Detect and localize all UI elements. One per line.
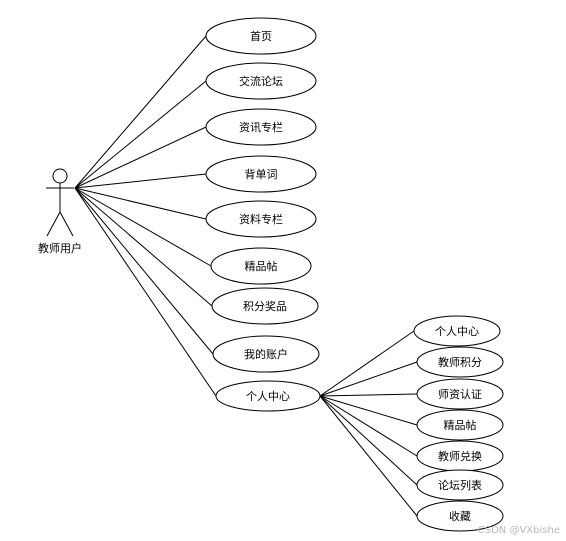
watermark: CSDN @VXbishe	[478, 525, 560, 536]
assoc-line-uc-featured	[74, 187, 212, 267]
assoc-line-uc-materials	[74, 187, 207, 220]
uc-prizes-label: 积分奖品	[243, 299, 287, 313]
assoc-line-uc-personal	[74, 187, 217, 397]
sub-assoc-line-sub-forum-list	[319, 395, 418, 486]
uc-words-label: 背单词	[245, 167, 278, 181]
assoc-line-uc-words	[74, 173, 207, 189]
sub-forum-list-label: 论坛列表	[438, 478, 482, 492]
uc-materials: 资料专栏	[205, 200, 317, 238]
sub-assoc-line-sub-featured	[319, 395, 418, 426]
uc-personal: 个人中心	[215, 380, 321, 412]
uc-news-ellipse	[205, 108, 317, 146]
sub-assoc-line-sub-cert	[319, 393, 418, 397]
sub-cert: 师资认证	[416, 378, 504, 410]
actor-label: 教师用户	[38, 241, 82, 255]
sub-favorites-label: 收藏	[449, 509, 471, 523]
assoc-line-uc-account	[74, 187, 214, 355]
sub-featured-label: 精品帖	[444, 419, 477, 432]
uc-account-label: 我的账户	[244, 347, 288, 361]
sub-personal: 个人中心	[413, 315, 501, 347]
sub-assoc-line-sub-exchange	[319, 395, 418, 457]
actor-right-leg	[59, 211, 74, 237]
uc-words: 背单词	[205, 155, 317, 193]
sub-points-ellipse	[416, 346, 504, 378]
uc-home-label: 首页	[250, 29, 272, 43]
uc-featured-label: 精品帖	[245, 260, 278, 273]
uc-featured-ellipse	[210, 247, 312, 285]
assoc-line-uc-forum	[74, 80, 207, 189]
uc-forum: 交流论坛	[205, 62, 317, 100]
uc-personal-label: 个人中心	[246, 390, 290, 403]
actor-head	[52, 168, 68, 184]
uc-home: 首页	[205, 17, 317, 55]
assoc-line-uc-prizes	[74, 187, 213, 307]
sub-assoc-line-sub-favorites	[319, 395, 418, 517]
sub-cert-ellipse	[416, 378, 504, 410]
sub-assoc-line-sub-points	[319, 361, 418, 397]
assoc-line-uc-news	[74, 126, 207, 189]
uc-forum-ellipse	[205, 62, 317, 100]
actor-left-leg	[46, 211, 61, 237]
uc-materials-ellipse	[205, 200, 317, 238]
uc-prizes-ellipse	[211, 287, 319, 325]
uc-prizes: 积分奖品	[211, 287, 319, 325]
sub-exchange-label: 教师兑换	[438, 449, 482, 463]
sub-points: 教师积分	[416, 346, 504, 378]
uc-forum-label: 交流论坛	[239, 74, 283, 88]
uc-news: 资讯专栏	[205, 108, 317, 146]
uc-news-label: 资讯专栏	[239, 120, 283, 134]
uc-home-ellipse	[205, 17, 317, 55]
sub-forum-list-ellipse	[416, 469, 504, 501]
sub-favorites: 收藏	[416, 500, 504, 532]
uc-words-ellipse	[205, 155, 317, 193]
sub-forum-list: 论坛列表	[416, 469, 504, 501]
sub-assoc-line-sub-personal	[319, 330, 415, 397]
association-lines	[74, 35, 418, 517]
uc-account: 我的账户	[212, 335, 320, 373]
uc-personal-ellipse	[215, 380, 321, 412]
actor-teacher: 教师用户	[38, 168, 82, 255]
uc-account-ellipse	[212, 335, 320, 373]
sub-cert-label: 师资认证	[438, 388, 482, 401]
sub-featured-ellipse	[416, 409, 504, 441]
uc-materials-label: 资料专栏	[239, 212, 283, 226]
uc-featured: 精品帖	[210, 247, 312, 285]
sub-exchange: 教师兑换	[416, 440, 504, 472]
sub-points-label: 教师积分	[438, 356, 482, 369]
sub-favorites-ellipse	[416, 500, 504, 532]
sub-personal-label: 个人中心	[435, 325, 479, 338]
sub-personal-ellipse	[413, 315, 501, 347]
assoc-line-uc-home	[74, 35, 207, 189]
sub-featured: 精品帖	[416, 409, 504, 441]
